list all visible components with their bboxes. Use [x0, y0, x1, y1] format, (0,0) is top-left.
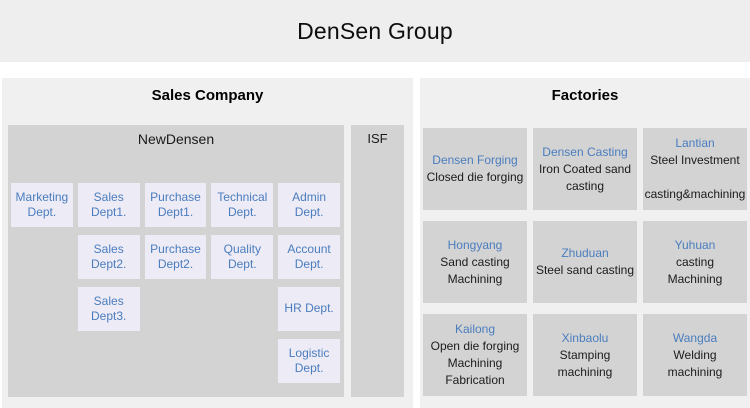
- factory-line: Open die forging: [430, 339, 520, 353]
- dept-cell-admin: Admin Dept.: [278, 183, 340, 227]
- factory-cell-hongyang: Hongyang Sand casting Machining: [423, 221, 527, 303]
- department-grid: Marketing Dept. Sales Dept1. Purchase De…: [8, 183, 344, 383]
- factory-grid: Densen Forging Closed die forging Densen…: [423, 128, 747, 396]
- factory-cell-xinbaolu: Xinbaolu Stamping machining: [533, 314, 637, 396]
- factory-line: Machining: [667, 271, 723, 286]
- factory-line: Stamping: [559, 347, 611, 362]
- dept-cell-sales1: Sales Dept1.: [77, 183, 140, 227]
- dept-cell-logistic: Logistic Dept.: [278, 339, 340, 383]
- factories-panel: Factories Densen Forging Closed die forg…: [420, 78, 750, 408]
- dept-cell-purchase2: Purchase Dept2.: [144, 235, 207, 279]
- factory-line: Machining: [447, 356, 503, 370]
- factory-line: Iron Coated sand: [538, 161, 632, 176]
- factory-name: Zhuduan: [561, 246, 609, 260]
- factory-line: casting: [675, 254, 715, 269]
- factory-cell-densen-forging: Densen Forging Closed die forging: [423, 128, 527, 210]
- sales-company-title: Sales Company: [151, 87, 264, 104]
- newdensen-label: NewDensen: [137, 131, 215, 147]
- page-header: DenSen Group: [0, 0, 750, 62]
- factory-name: Lantian: [675, 136, 715, 150]
- factory-name: Kailong: [454, 322, 496, 336]
- sales-company-body: NewDensen Marketing Dept. Sales Dept1. P…: [8, 125, 404, 397]
- dept-cell-technical: Technical Dept.: [211, 183, 274, 227]
- isf-label: ISF: [367, 131, 388, 146]
- dept-cell-quality: Quality Dept.: [211, 235, 274, 279]
- dept-cell-account: Account Dept.: [278, 235, 340, 279]
- group-title: DenSen Group: [297, 17, 453, 44]
- factory-line: Closed die forging: [426, 170, 524, 184]
- factory-cell-yuhuan: Yuhuan casting Machining: [643, 221, 747, 303]
- factory-name: Wangda: [672, 330, 718, 345]
- dept-cell-marketing: Marketing Dept.: [11, 183, 73, 227]
- factory-line: Steel Investment: [650, 153, 740, 167]
- factory-line: Fabrication: [445, 373, 505, 387]
- factory-name: Hongyang: [447, 237, 503, 252]
- factory-name: Densen Casting: [542, 144, 628, 159]
- factory-name: Xinbaolu: [561, 330, 609, 345]
- factory-name: Yuhuan: [674, 237, 716, 252]
- factory-cell-kailong: Kailong Open die forging Machining Fabri…: [423, 314, 527, 396]
- factory-name: Densen Forging: [432, 153, 518, 167]
- factory-cell-lantian: Lantian Steel Investment casting&machini…: [643, 128, 747, 210]
- factory-line: Steel sand casting: [535, 263, 635, 277]
- isf-box: ISF: [351, 125, 404, 397]
- factory-cell-zhuduan: Zhuduan Steel sand casting: [533, 221, 637, 303]
- factories-title: Factories: [551, 87, 619, 104]
- factory-cell-densen-casting: Densen Casting Iron Coated sand casting: [533, 128, 637, 210]
- factory-line: casting: [565, 178, 605, 193]
- main-area: Sales Company NewDensen Marketing Dept. …: [0, 78, 750, 408]
- factory-cell-wangda: Wangda Welding machining: [643, 314, 747, 396]
- factory-line: Sand casting: [440, 254, 510, 269]
- factory-line: Welding: [673, 347, 717, 362]
- factory-line: casting&machining: [644, 187, 746, 201]
- dept-cell-purchase1: Purchase Dept1.: [144, 183, 207, 227]
- dept-cell-sales2: Sales Dept2.: [77, 235, 140, 279]
- factory-line: Machining: [447, 271, 503, 286]
- dept-cell-sales3: Sales Dept3.: [77, 287, 140, 331]
- newdensen-box: NewDensen Marketing Dept. Sales Dept1. P…: [8, 125, 344, 397]
- factory-line: machining: [557, 364, 613, 379]
- sales-company-panel: Sales Company NewDensen Marketing Dept. …: [2, 78, 413, 408]
- dept-cell-hr: HR Dept.: [278, 287, 340, 331]
- factory-line: machining: [667, 364, 723, 379]
